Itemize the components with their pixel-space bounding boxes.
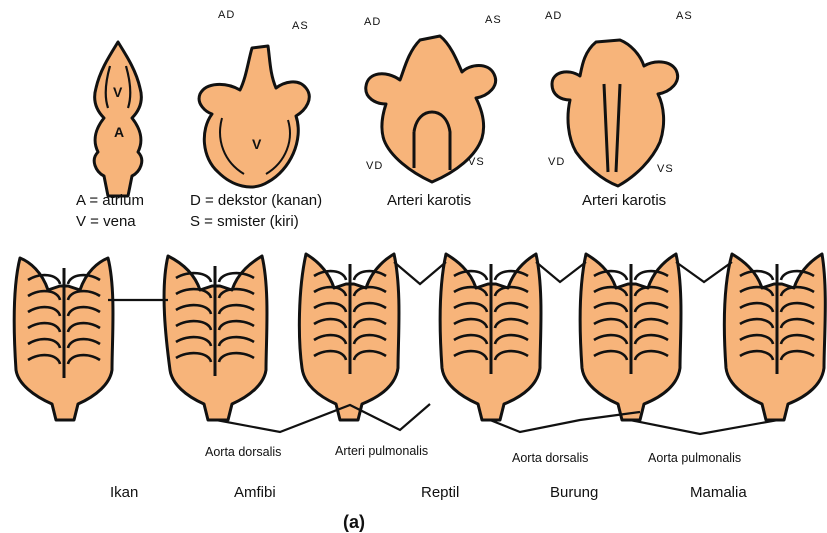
vessel-connector-6 [676, 262, 732, 282]
label-as-1: AS [292, 20, 309, 32]
amphibian-heart [199, 46, 309, 187]
legend-atrium: A = atrium [76, 192, 144, 209]
caption-arteri-karotis-1: Arteri karotis [387, 192, 471, 209]
vessel-connector-2 [216, 404, 430, 432]
inner-letter-a: A [114, 124, 124, 140]
label-ad-2: AD [364, 16, 381, 28]
legend-vena: V = vena [76, 213, 136, 230]
vessel-label-2: Arteri pulmonalis [335, 444, 428, 458]
vessel-connector-3 [394, 262, 446, 284]
vessel-label-3: Aorta dorsalis [512, 451, 588, 465]
label-as-3: AS [676, 10, 693, 22]
fish-heart-tube [94, 42, 142, 196]
label-as-2: AS [485, 14, 502, 26]
label-ad-3: AD [545, 10, 562, 22]
animal-label-3: Reptil [421, 484, 459, 501]
label-vd-1: VD [366, 160, 383, 172]
vessel-connector-7 [630, 420, 778, 434]
figure-label: (a) [343, 512, 365, 533]
vessel-label-4: Aorta pulmonalis [648, 451, 741, 465]
inner-letter-v-1: V [113, 84, 122, 100]
vessel-connector-4 [490, 412, 640, 432]
animal-label-2: Amfibi [234, 484, 276, 501]
label-vd-2: VD [548, 156, 565, 168]
caption-arteri-karotis-2: Arteri karotis [582, 192, 666, 209]
animal-label-5: Mamalia [690, 484, 747, 501]
vessel-label-1: Aorta dorsalis [205, 445, 281, 459]
animal-label-1: Ikan [110, 484, 138, 501]
legend-dekstor: D = dekstor (kanan) [190, 192, 322, 209]
animal-label-4: Burung [550, 484, 598, 501]
vessel-connector-5 [536, 262, 586, 282]
label-vs-2: VS [657, 163, 674, 175]
label-vs-1: VS [468, 156, 485, 168]
inner-letter-v-2: V [252, 136, 261, 152]
label-ad-1: AD [218, 9, 235, 21]
legend-smister: S = smister (kiri) [190, 213, 299, 230]
